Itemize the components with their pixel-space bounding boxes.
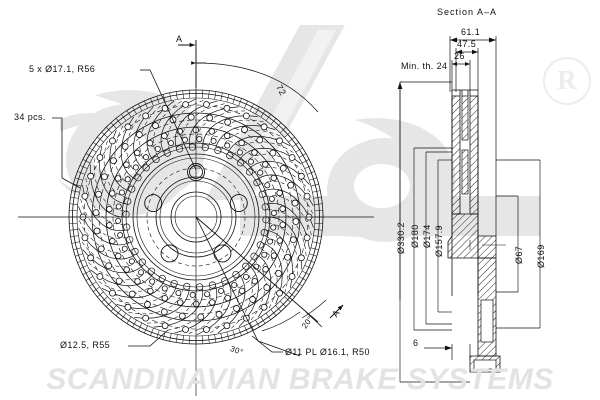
dim-overall-width: 61.1: [461, 27, 481, 37]
section-marker-bottom: A: [330, 307, 342, 319]
dim-center-bore: Ø67: [514, 245, 524, 264]
dim-hub-flange: 6: [413, 338, 419, 348]
label-min-thickness: Min. th. 24: [401, 61, 448, 71]
label-vane-angle: 30°: [228, 344, 245, 358]
label-drilled-count: 34 pcs.: [14, 112, 46, 122]
section-marker-top: A: [176, 34, 183, 44]
dim-hat-diameter: Ø174: [422, 224, 432, 248]
section-title: Section A–A: [437, 7, 498, 17]
dim-disc-thickness: 26: [454, 51, 465, 61]
label-outer-thickness: 72: [274, 83, 289, 98]
dim-hat-offset: 47.5: [457, 39, 477, 49]
label-bolt-holes: 5 x Ø17.1, R56: [29, 64, 96, 74]
dim-inner-bore-ring: Ø157.9: [434, 225, 444, 257]
label-small-holes: Ø12.5, R55: [60, 340, 111, 350]
dim-outer-diameter: Ø330.2: [396, 222, 406, 254]
dim-friction-outer: Ø180: [410, 224, 420, 248]
label-section-angle: 20°: [300, 314, 316, 331]
dim-pcd-outer: Ø169: [536, 244, 546, 268]
label-countersink-holes: Ø11 PL Ø16.1, R50: [285, 347, 370, 357]
